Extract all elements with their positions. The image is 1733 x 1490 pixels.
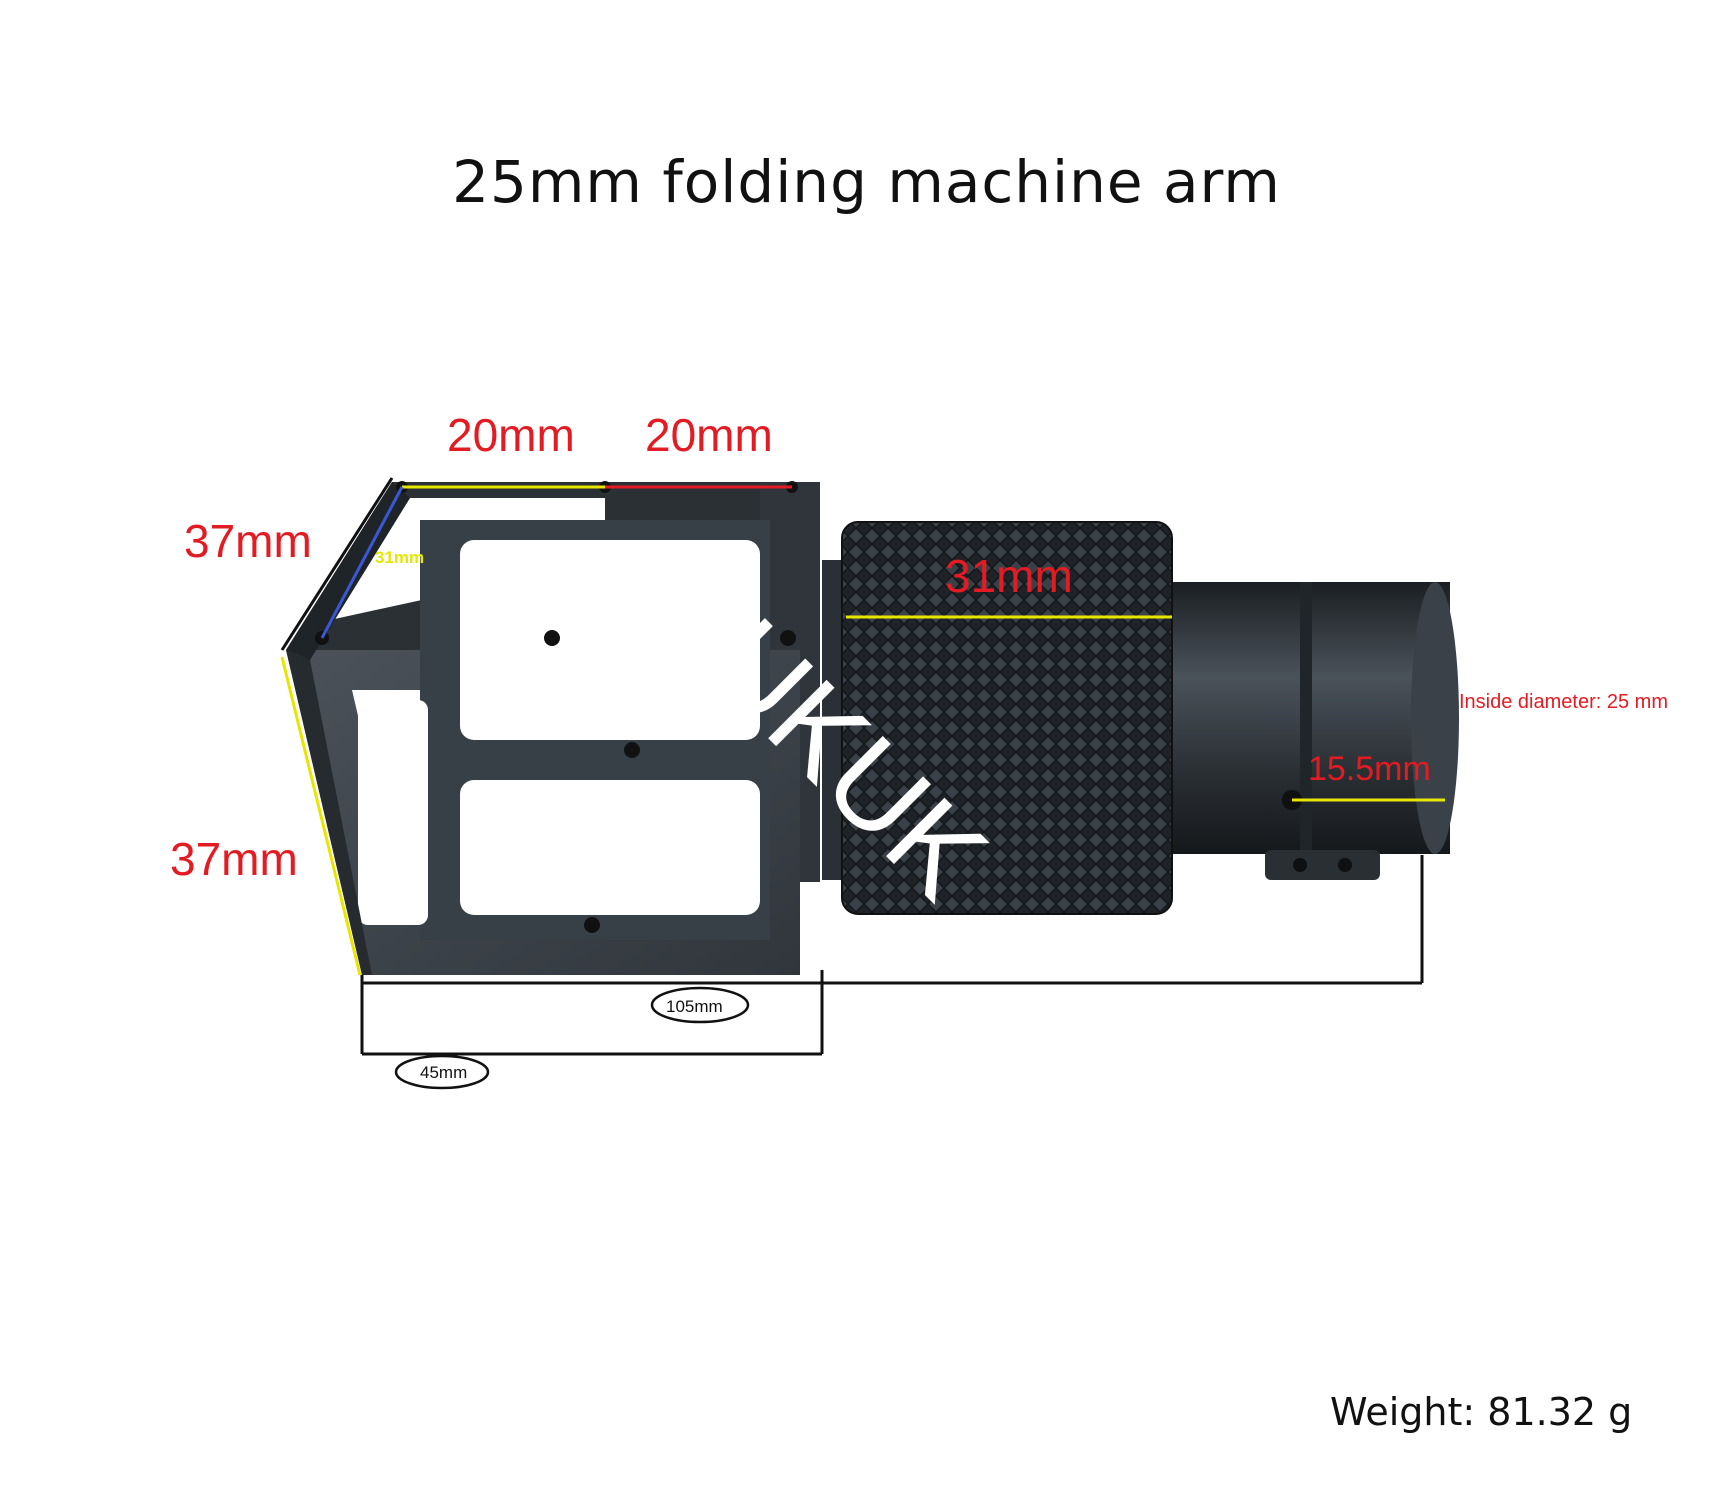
label-inner-frame: 31mm [375,548,424,567]
cube-frame [286,481,820,975]
label-top-left-width: 20mm [447,409,575,461]
tube [1130,582,1459,880]
label-top-right-width: 20mm [645,409,773,461]
label-total-length: 105mm [666,997,723,1016]
page-title: 25mm folding machine arm [452,148,1281,216]
weight-label: Weight: 81.32 g [1330,1390,1633,1434]
label-hole-offset: 15.5mm [1308,750,1431,788]
label-frame-length: 45mm [420,1063,467,1082]
label-knurl-length: 31mm [945,550,1073,602]
label-side-lower: 37mm [170,833,298,885]
label-inside-diameter: Inside diameter: 25 mm [1459,691,1668,713]
dimension-lines [280,477,1445,1090]
knurled-sleeve [822,521,1173,915]
dimension-labels: 20mm 20mm 37mm 37mm 31mm 31mm Inside dia… [170,409,1668,1082]
label-side-upper: 37mm [184,515,312,567]
